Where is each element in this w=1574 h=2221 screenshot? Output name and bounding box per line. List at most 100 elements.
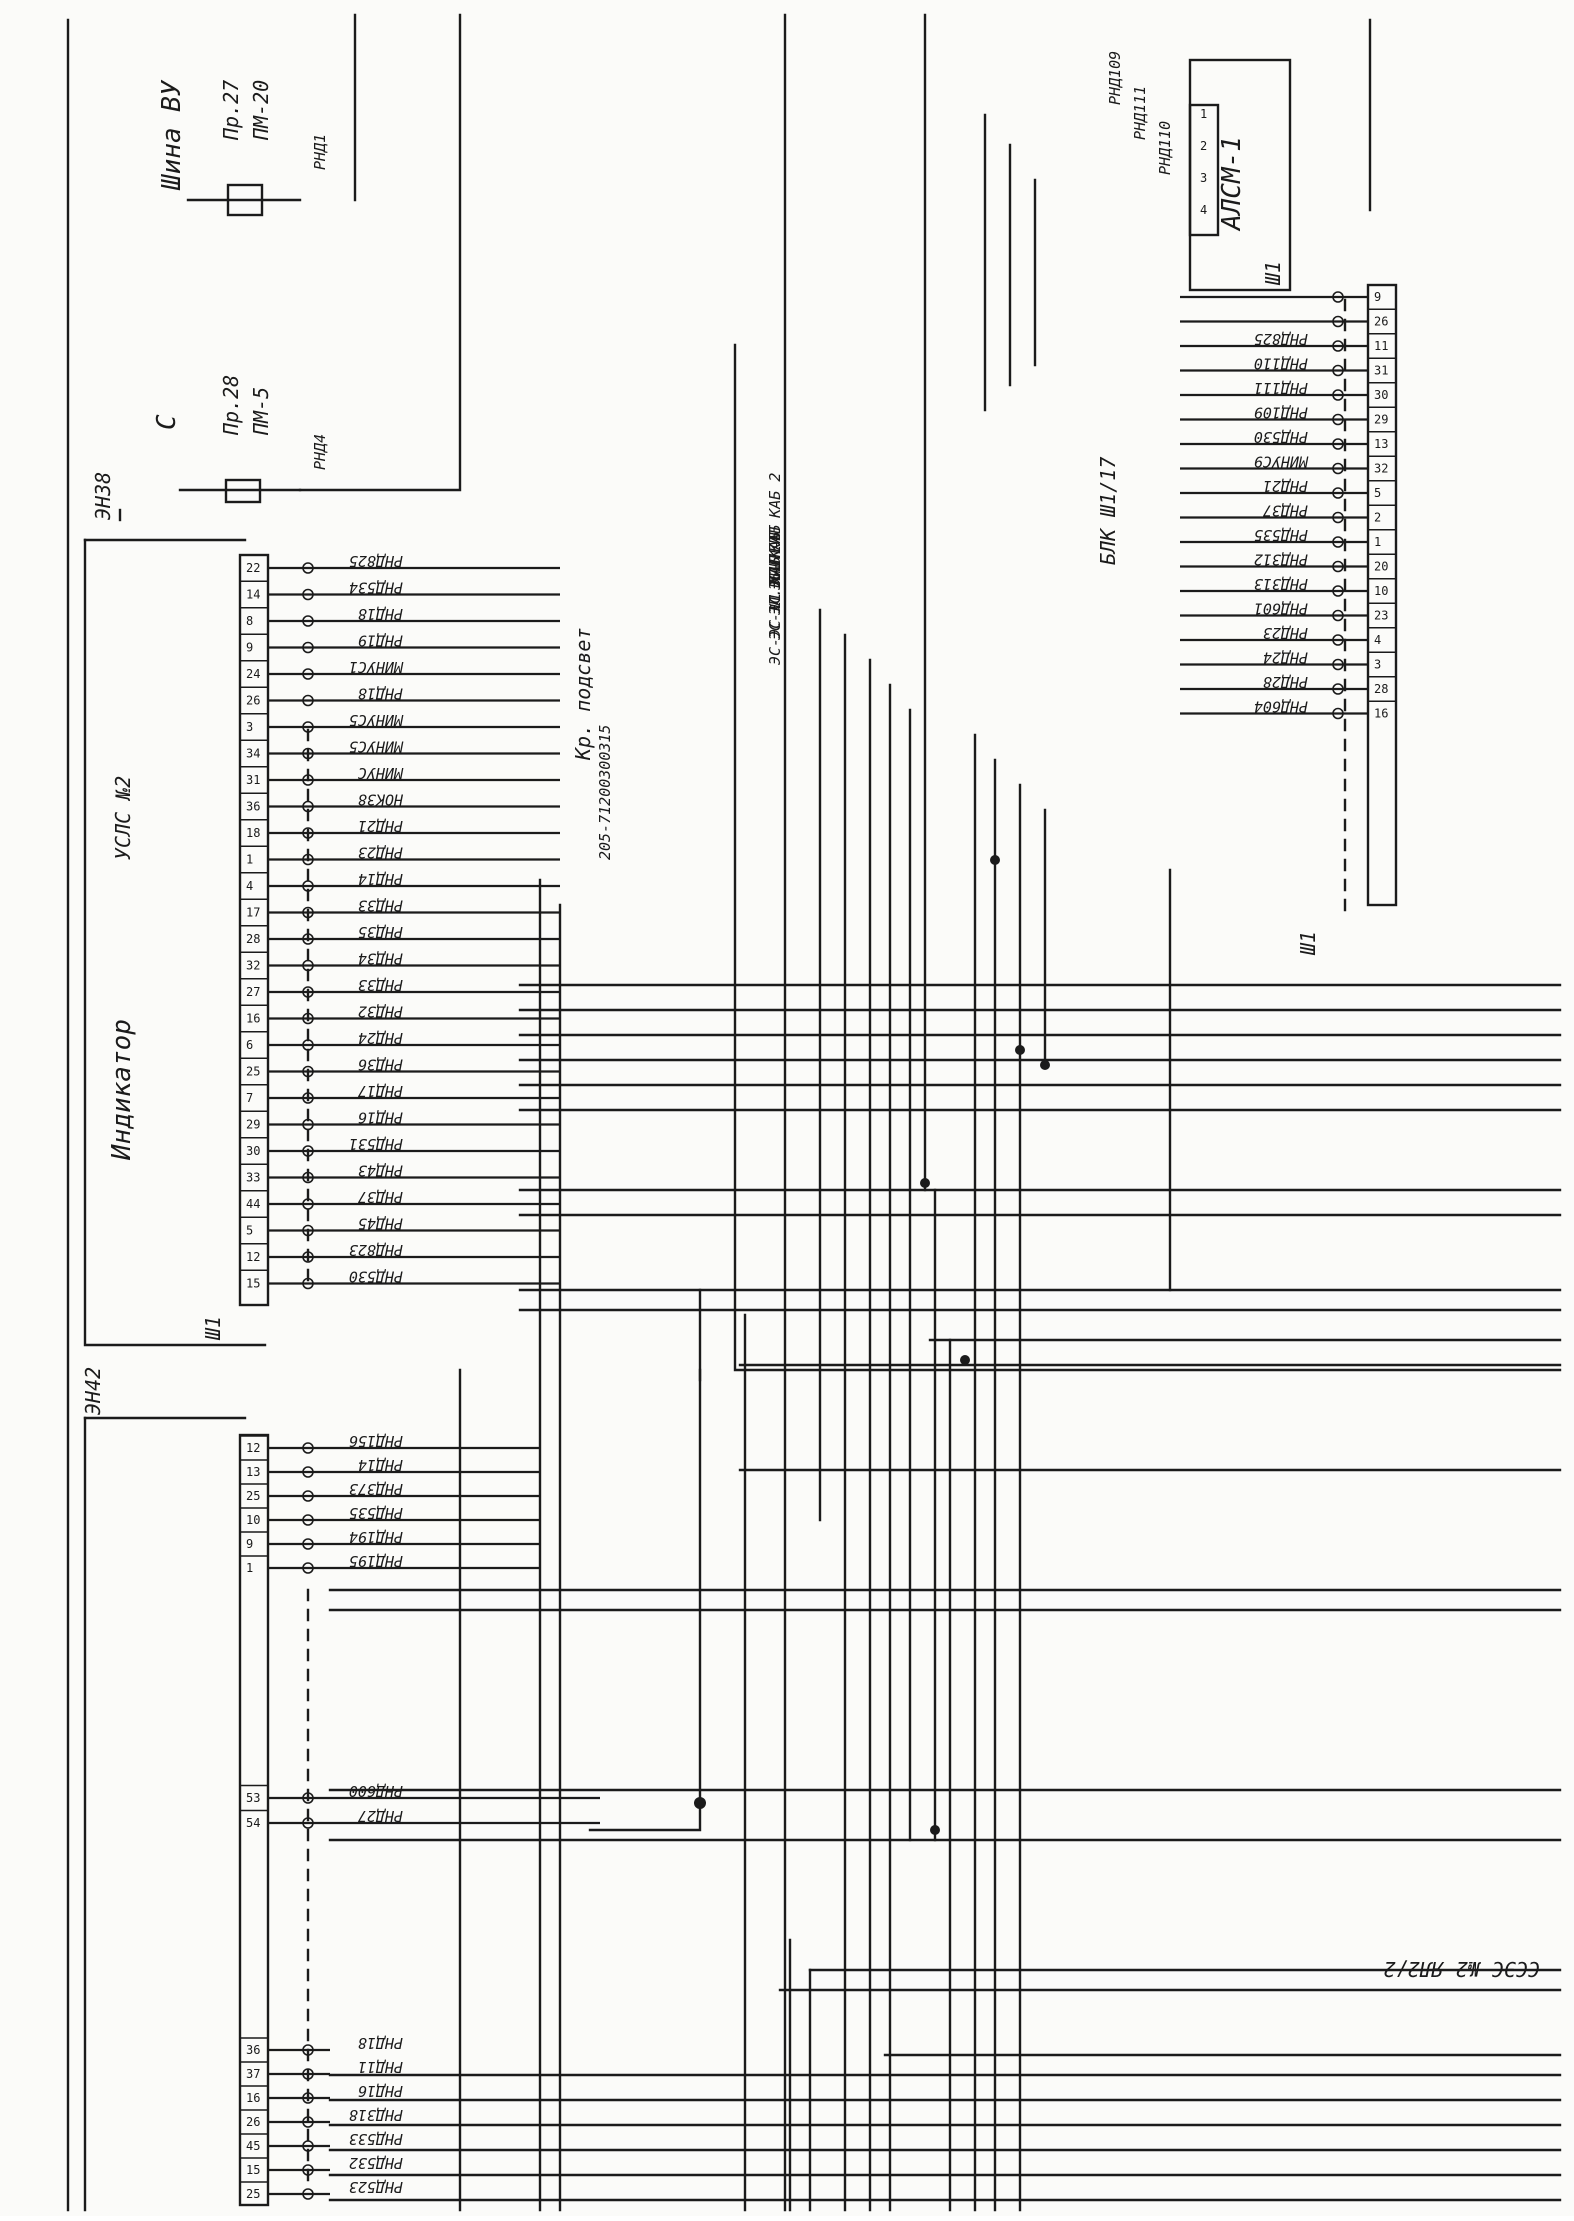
wire-label: РНД535 xyxy=(1254,526,1308,544)
pin-number: 29 xyxy=(246,1118,260,1132)
pin-number: 44 xyxy=(246,1197,260,1211)
alsm-title: АЛСМ-1 xyxy=(1217,136,1247,232)
pin-number: 36 xyxy=(246,800,260,814)
wire-label: РНД35 xyxy=(358,923,403,941)
pin-number: 8 xyxy=(246,614,253,628)
alsm-pin-4: 4 xyxy=(1200,203,1207,217)
wire-label: РНД28 xyxy=(1263,673,1308,691)
pin-number: 10 xyxy=(1374,584,1388,598)
alsm-pin-1: 1 xyxy=(1200,107,1207,121)
wire-label: РНД532 xyxy=(349,2154,403,2172)
shina-wire: РНД1 xyxy=(311,134,329,170)
pin-number: 20 xyxy=(1374,560,1388,574)
pin-number: 22 xyxy=(246,561,260,575)
pin-number: 53 xyxy=(246,1791,260,1805)
c-fuse: Пр.28 xyxy=(219,375,243,436)
blk-rows-row: 20 РНД312 xyxy=(1180,551,1396,574)
pin-number: 5 xyxy=(246,1224,253,1238)
pin-number: 4 xyxy=(246,879,253,893)
pin-number: 45 xyxy=(246,2139,260,2153)
wire-label: РНД530 xyxy=(349,1268,403,1286)
pin-number: 27 xyxy=(246,985,260,999)
pin-number: 25 xyxy=(246,1489,260,1503)
wire-label: РНД110 xyxy=(1254,355,1308,373)
alsm-connector: Ш1 xyxy=(1261,261,1285,286)
wire-label: РНД24 xyxy=(358,1029,403,1047)
pin-number: 28 xyxy=(246,932,260,946)
wire-label: РНД37 xyxy=(358,1188,403,1206)
pin-number: 34 xyxy=(246,747,260,761)
pin-number: 11 xyxy=(1374,339,1388,353)
block-labels: Шина ВУ Пр.27 ПМ-20 РНД1 С ЭН38 Пр.28 ПМ… xyxy=(81,51,1540,1981)
wire-label: РНД156 xyxy=(349,1432,403,1450)
wire-label: РНД600 xyxy=(349,1782,403,1800)
shina-title: Шина ВУ xyxy=(157,79,187,191)
pin-number: 7 xyxy=(246,1091,253,1105)
indicator-rows-row: 4 РНД14 xyxy=(240,870,560,893)
pin-number: 17 xyxy=(246,906,260,920)
wire-label: РНД14 xyxy=(358,870,403,888)
pin-number: 16 xyxy=(246,2091,260,2105)
note-6: 205-71200300315 xyxy=(596,725,614,860)
pin-number: 54 xyxy=(246,1816,260,1830)
pin-number: 12 xyxy=(246,1250,260,1264)
pin-number: 29 xyxy=(1374,413,1388,427)
indicator-rows-row: 44 РНД37 xyxy=(240,1188,560,1211)
pin-number: 30 xyxy=(246,1144,260,1158)
pin-number: 23 xyxy=(1374,609,1388,623)
wire-label: РНД37 xyxy=(1263,502,1308,520)
wire-label: РНД24 xyxy=(1263,649,1308,667)
pin-number: 10 xyxy=(246,1513,260,1527)
pin-number: 26 xyxy=(246,2115,260,2129)
wire-label: РНД195 xyxy=(349,1552,403,1570)
indicator-title: Индикатор xyxy=(107,1019,137,1161)
wire-label: РНД313 xyxy=(1254,575,1308,593)
indicator-rows-row: 28 РНД35 xyxy=(240,923,560,946)
wire-label: РНД825 xyxy=(1254,330,1308,348)
c-code: ЭН38 xyxy=(91,472,115,520)
wire-label: РНД33 xyxy=(358,976,403,994)
wire-label: РНД17 xyxy=(358,1082,403,1100)
wire-label: МИНУС9 xyxy=(1254,453,1309,471)
en42-code: ЭН42 xyxy=(81,1367,105,1415)
pin-number: 30 xyxy=(1374,388,1388,402)
alsm-wire-1: РНД109 xyxy=(1106,51,1124,105)
wire-label: РНД601 xyxy=(1254,600,1308,618)
blk-title: БЛК Ш1/17 xyxy=(1096,457,1120,565)
blk-rows-row: 23 РНД601 xyxy=(1180,600,1396,623)
pin-number: 33 xyxy=(246,1171,260,1185)
wire-label: РНД312 xyxy=(1254,551,1308,569)
pin-number: 31 xyxy=(246,773,260,787)
indicator-subtitle: УСЛС №2 xyxy=(111,776,135,860)
wire-label: МИНУС5 xyxy=(349,711,404,729)
pin-number: 15 xyxy=(246,2163,260,2177)
en42-mid-rows-row: 53 РНД600 xyxy=(240,1782,600,1805)
blk-rows-row: 10 РНД313 xyxy=(1180,575,1396,598)
wire-label: РНД523 xyxy=(349,2178,403,2196)
